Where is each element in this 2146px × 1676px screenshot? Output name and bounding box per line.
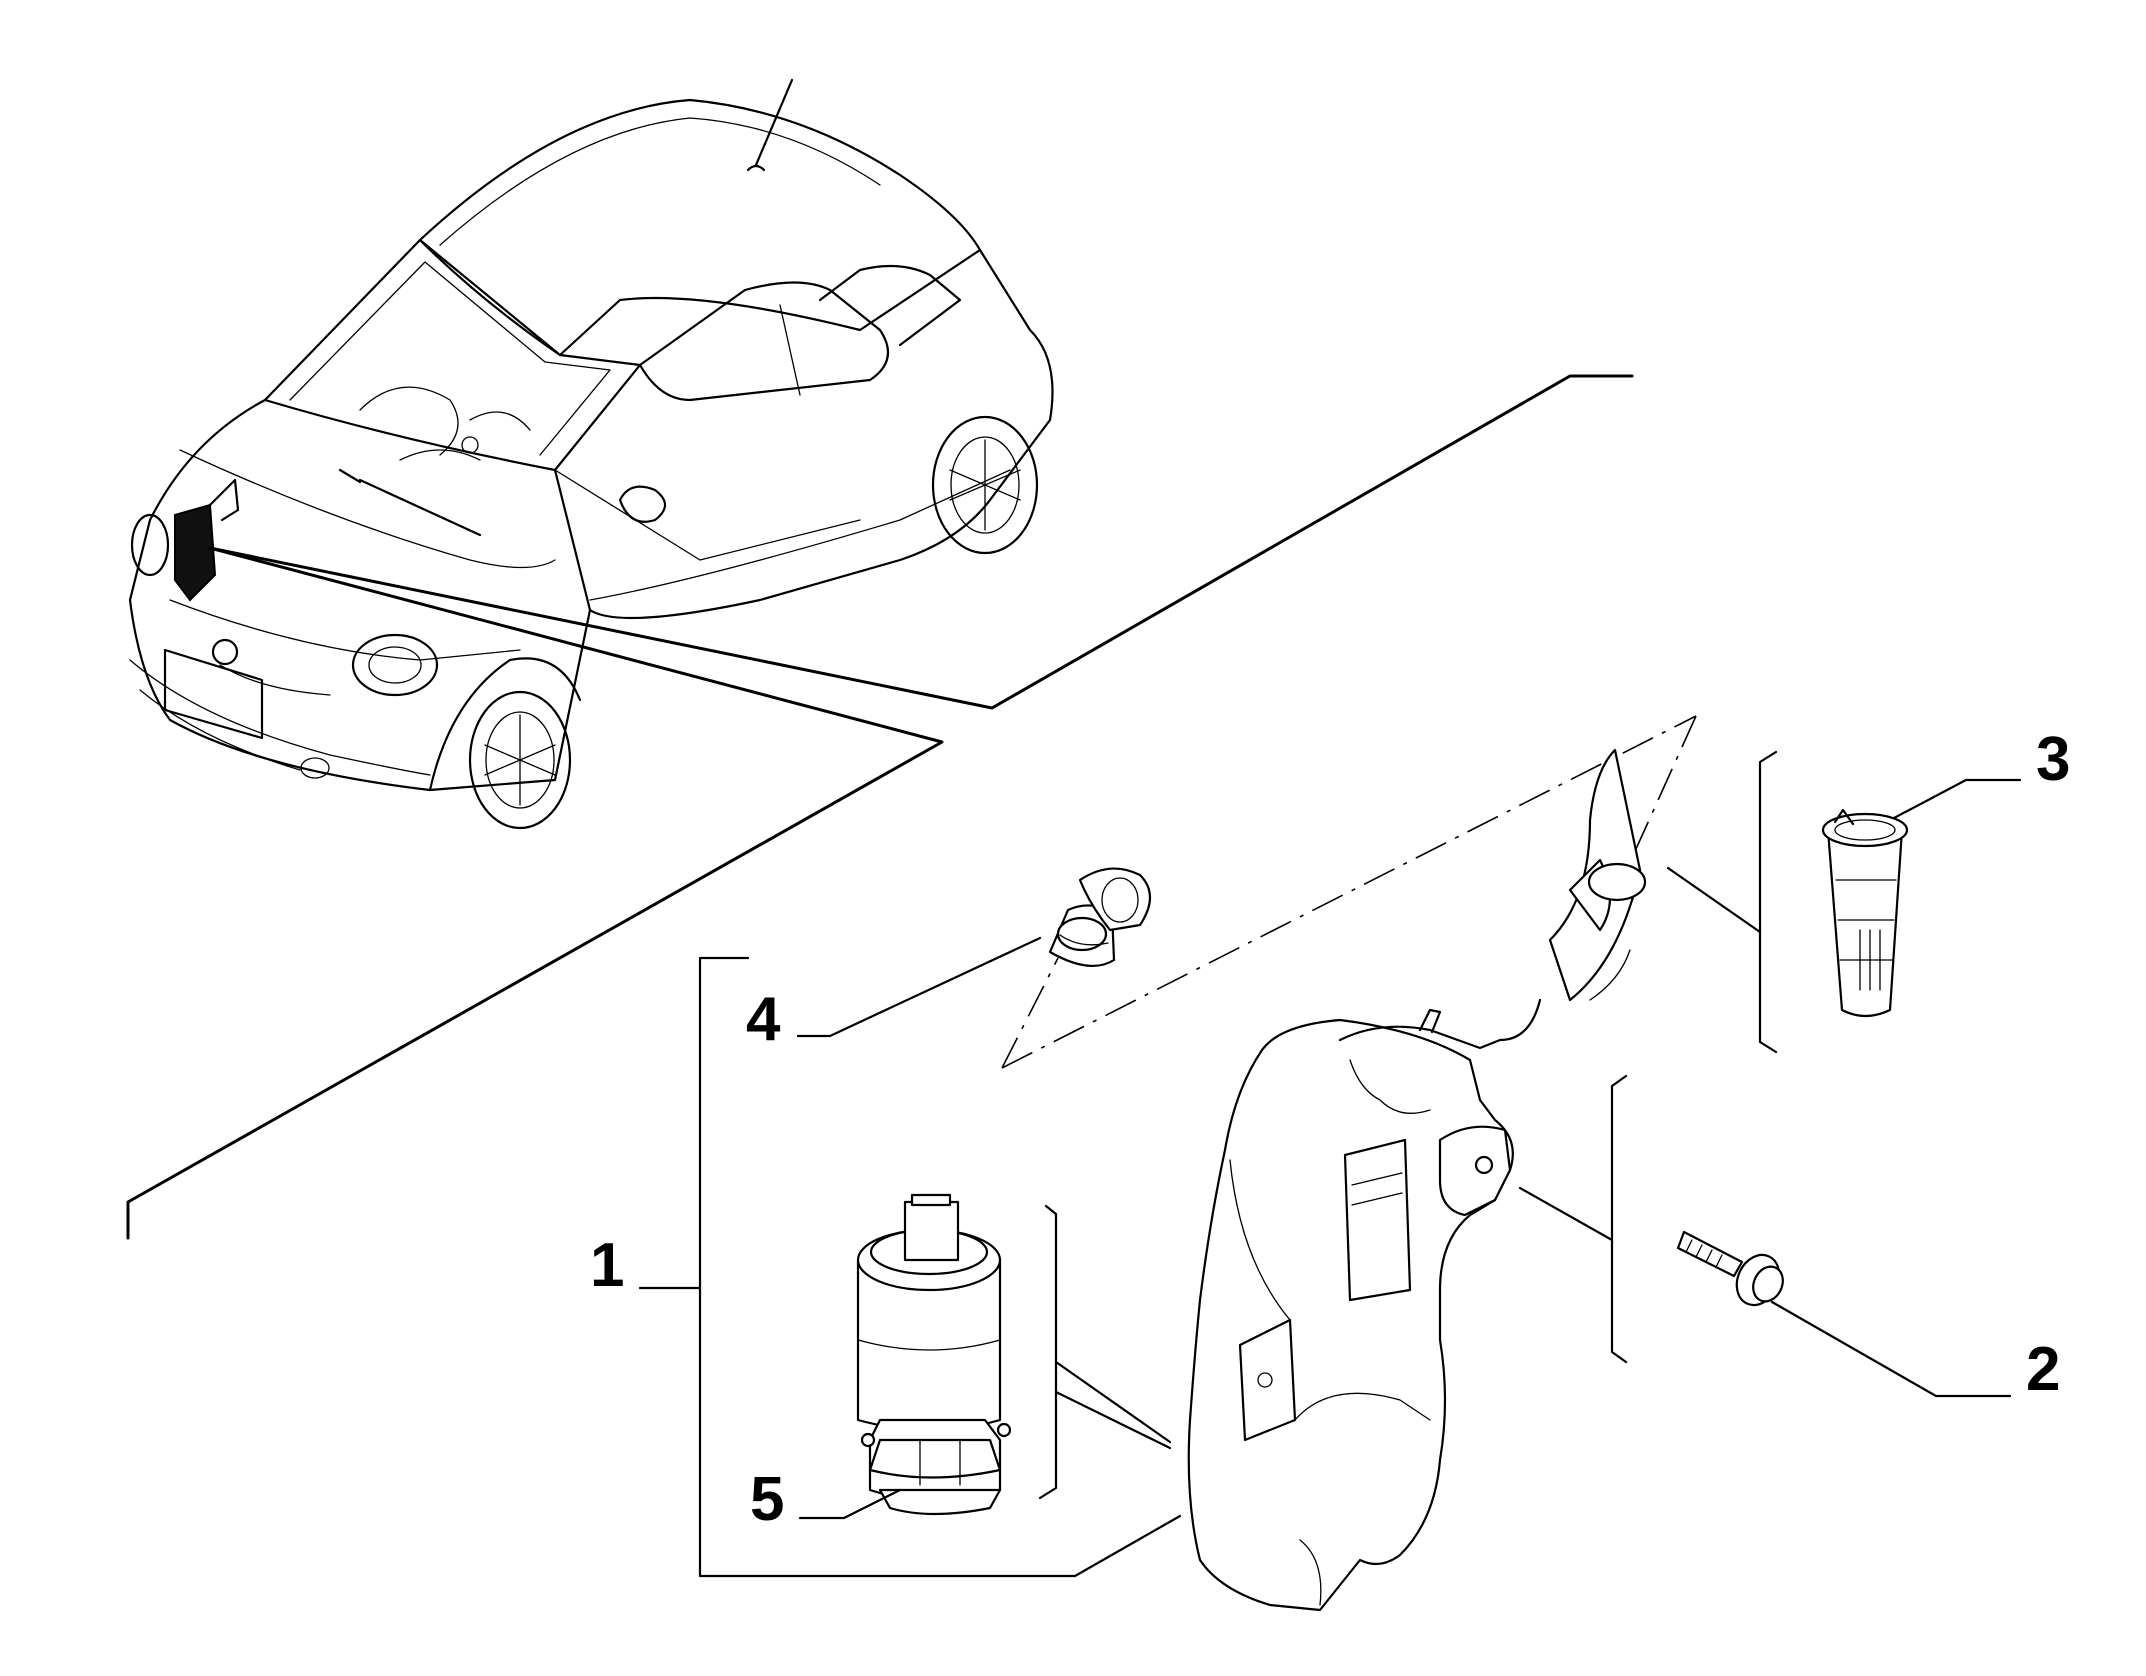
- brackets: [698, 750, 1778, 1578]
- callout-3: 3: [1892, 725, 2070, 820]
- callout-number-4: 4: [746, 985, 781, 1054]
- zoom-leader-lines: [126, 374, 1634, 1240]
- filler-strainer-icon: [1821, 808, 1909, 1018]
- vehicle-overview-icon: [128, 78, 1054, 830]
- callout-number-5: 5: [750, 1465, 784, 1534]
- pump-grommet-icon: [1048, 867, 1152, 967]
- callout-2: 2: [1770, 1300, 2060, 1404]
- washer-pump-icon: [856, 1193, 1012, 1516]
- callout-number-3: 3: [2036, 725, 2070, 794]
- flange-bolt-icon: [1676, 1230, 1784, 1307]
- washer-reservoir-icon: [1187, 748, 1647, 1612]
- callout-number-1: 1: [590, 1231, 624, 1300]
- callout-4: 4: [746, 936, 1042, 1054]
- callout-number-2: 2: [2026, 1335, 2060, 1404]
- callout-5: 5: [750, 1465, 902, 1534]
- callout-1: 1: [590, 1231, 702, 1300]
